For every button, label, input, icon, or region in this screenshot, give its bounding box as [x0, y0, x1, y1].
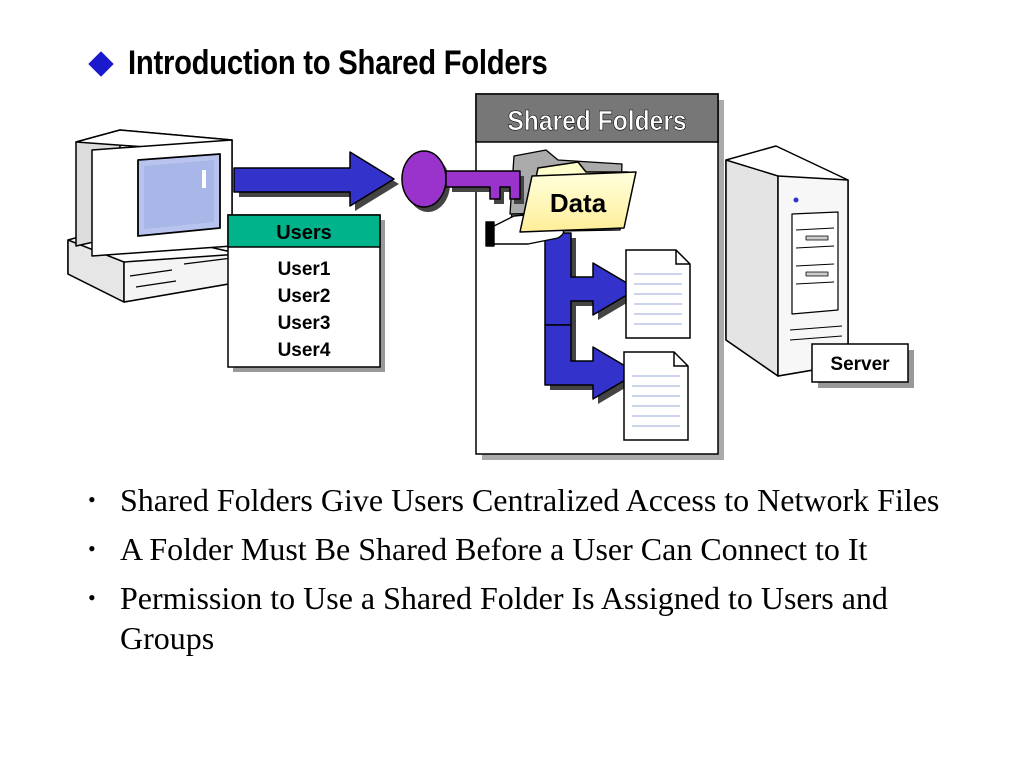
bullet-text: Permission to Use a Shared Folder Is Ass…: [120, 580, 888, 656]
slide-title-row: Introduction to Shared Folders: [88, 44, 616, 83]
bullet-text: A Folder Must Be Shared Before a User Ca…: [120, 531, 868, 567]
server-label-box: Server: [811, 343, 914, 388]
client-computer-icon: [67, 129, 241, 303]
bullet-item: • A Folder Must Be Shared Before a User …: [88, 529, 968, 569]
slide-title: Introduction to Shared Folders: [128, 44, 548, 82]
document-icon: [623, 351, 689, 441]
bullet-dot-icon: •: [88, 487, 96, 512]
user-list-item: User2: [278, 286, 331, 307]
branch-arrows-icon: [544, 232, 642, 404]
user-list-item: User1: [278, 259, 331, 280]
data-folder-icon: [519, 161, 637, 233]
access-arrow-icon: [233, 151, 399, 211]
bullet-item: • Permission to Use a Shared Folder Is A…: [88, 578, 968, 658]
server-tower-icon: [725, 145, 849, 377]
bullet-text: Shared Folders Give Users Centralized Ac…: [120, 482, 940, 518]
user-list-item: User3: [278, 313, 331, 334]
bullet-item: • Shared Folders Give Users Centralized …: [88, 480, 968, 520]
bullet-list: • Shared Folders Give Users Centralized …: [88, 480, 968, 667]
user-list-item: User4: [278, 340, 331, 361]
data-folder-label: Data: [550, 188, 607, 218]
bullet-dot-icon: •: [88, 536, 96, 561]
shared-folders-diagram: Shared Folders: [67, 93, 914, 460]
key-icon: [401, 150, 524, 212]
server-label: Server: [830, 354, 890, 375]
users-header: Users: [276, 222, 332, 244]
shared-folders-label: Shared Folders: [507, 105, 686, 137]
document-icon: [625, 249, 691, 339]
users-box: Users User1 User2 User3 User4: [227, 214, 385, 372]
bullet-dot-icon: •: [88, 585, 96, 610]
